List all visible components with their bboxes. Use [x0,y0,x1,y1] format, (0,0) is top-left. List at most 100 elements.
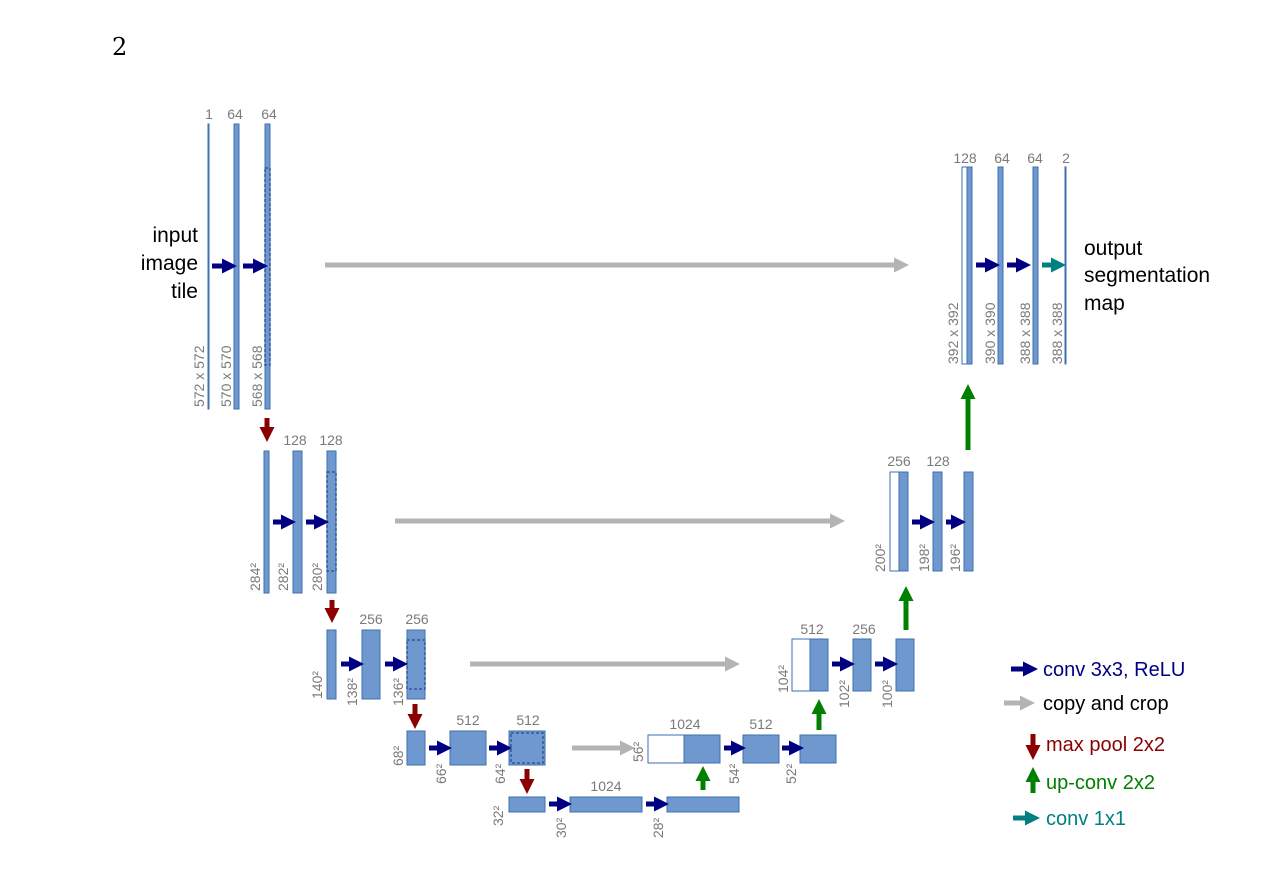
feature-map-l4-pool [406,730,426,766]
level3-encoder: 256 256 140² 138² 136² [309,611,429,706]
channel-label: 512 [456,712,480,728]
level4-decoder: 1024 512 56² 54² 52² [630,716,837,784]
feature-map-l2-pool [263,450,270,594]
feature-map-l1-conv1 [233,123,240,410]
size-label: 52² [783,763,799,784]
feature-map-l1-dec-conv1 [997,166,1004,365]
level2-decoder: 256 128 200² 198² 196² [872,453,974,572]
level4-encoder: 512 512 68² 66² 64² [390,712,546,784]
cropped-copy-l4 [647,734,685,764]
legend-upconv-label: up-conv 2x2 [1046,772,1155,794]
level2-encoder: 128 128 284² 282² 280² [247,432,343,594]
feature-map-l4-conv1 [449,730,487,766]
crop-region-l4 [510,732,544,764]
level5-bottleneck: 1024 32² 30² 28² [490,778,740,838]
feature-map-l2-conv1 [292,450,303,594]
feature-map-l5-pool [508,796,546,813]
output-label-line: map [1084,292,1125,315]
feature-map-l4-dec-conv1 [742,734,780,764]
channel-label: 1024 [669,716,700,732]
feature-map-l1-up [966,166,973,365]
size-label: 280² [309,563,325,591]
feature-map-l1-dec-conv2 [1032,166,1039,365]
size-label: 28² [650,817,666,838]
size-label: 56² [630,741,646,762]
feature-map-l5-conv1 [569,796,643,813]
channel-label: 512 [749,716,773,732]
feature-map-l4-up [683,734,721,764]
feature-map-l3-pool [326,629,337,700]
size-label: 30² [553,817,569,838]
size-label: 68² [390,745,406,766]
size-label: 140² [309,671,325,699]
channel-label: 1 [205,106,213,122]
feature-map-output [1064,166,1067,365]
size-label: 284² [247,563,263,591]
channel-label: 256 [852,621,876,637]
size-label: 392 x 392 [945,302,961,364]
size-label: 568 x 568 [249,345,265,407]
channel-label: 256 [405,611,429,627]
level1-decoder: 128 64 64 2 392 x 392 390 x 390 388 x 38… [945,150,1210,365]
crop-region-l3 [406,639,426,690]
channel-label: 128 [926,453,950,469]
channel-label: 256 [887,453,911,469]
channel-label: 1024 [590,778,621,794]
size-label: 136² [390,678,406,706]
feature-map-l3-dec-conv1 [852,638,872,692]
input-label-line: input [152,224,198,247]
legend: conv 3x3, ReLU copy and crop max pool 2x… [1004,659,1185,830]
legend-pool-label: max pool 2x2 [1046,734,1165,756]
feature-map-l2-dec-conv1 [932,471,943,572]
channel-label: 512 [800,621,824,637]
size-label: 104² [775,665,791,693]
input-label-line: image [141,252,198,275]
input-label-line: tile [171,280,198,303]
size-label: 32² [490,805,506,826]
size-label: 66² [433,763,449,784]
channel-label: 128 [283,432,307,448]
level1-encoder: 1 64 64 572 x 572 570 x 570 568 x 568 in… [141,106,277,410]
feature-map-input [207,123,210,410]
feature-map-l2-dec-conv2 [963,471,974,572]
output-label-line: segmentation [1084,264,1210,287]
legend-conv1x1-label: conv 1x1 [1046,808,1126,830]
channel-label: 128 [319,432,343,448]
channel-label: 64 [994,150,1010,166]
size-label: 102² [836,680,852,708]
cropped-copy-l1 [961,166,968,365]
level3-decoder: 512 256 104² 102² 100² [775,621,915,708]
feature-map-l2-up [898,471,909,572]
legend-conv-label: conv 3x3, ReLU [1043,659,1185,681]
size-label: 200² [872,544,888,572]
output-label-line: output [1084,237,1143,260]
channel-label: 64 [1027,150,1043,166]
size-label: 390 x 390 [982,302,998,364]
channel-label: 2 [1062,150,1070,166]
feature-map-l4-conv2 [508,730,546,766]
cropped-copy-l3 [791,638,811,692]
page-number: 2 [112,33,127,61]
size-label: 282² [275,563,291,591]
size-label: 388 x 388 [1017,302,1033,364]
channel-label: 512 [516,712,540,728]
size-label: 54² [726,763,742,784]
size-label: 572 x 572 [191,345,207,407]
size-label: 100² [879,680,895,708]
legend-copy-label: copy and crop [1043,693,1169,715]
feature-map-l3-conv1 [361,629,381,700]
feature-map-l4-dec-conv2 [799,734,837,764]
channel-label: 128 [953,150,977,166]
feature-map-l3-dec-conv2 [895,638,915,692]
size-label: 198² [916,544,932,572]
channel-label: 64 [261,106,277,122]
feature-map-l5-conv2 [666,796,740,813]
channel-label: 256 [359,611,383,627]
size-label: 196² [947,544,963,572]
channel-label: 64 [227,106,243,122]
size-label: 570 x 570 [218,345,234,407]
cropped-copy-l2 [889,471,900,572]
size-label: 64² [492,763,508,784]
feature-map-l3-up [809,638,829,692]
